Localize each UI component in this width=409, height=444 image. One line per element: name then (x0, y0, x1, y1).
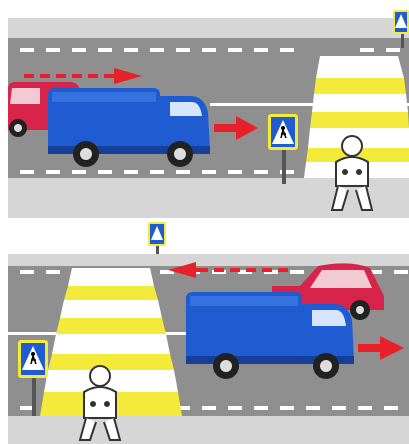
scene-top (0, 0, 409, 222)
scene-bottom (0, 222, 409, 444)
scene-top-illustration (0, 0, 409, 222)
scene-bottom-illustration (0, 222, 409, 444)
sidewalk-top (8, 18, 409, 38)
sidewalk-bottom (8, 416, 409, 444)
